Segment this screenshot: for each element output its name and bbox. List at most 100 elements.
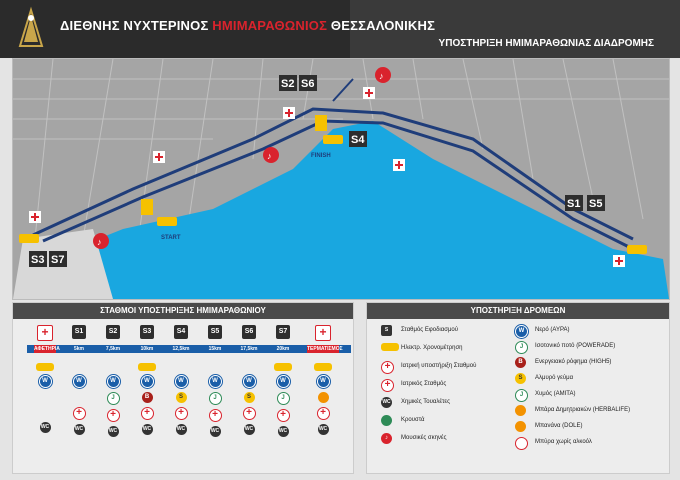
start-icons: W WC — [35, 359, 55, 433]
water-icon: W — [242, 375, 256, 388]
route-line — [32, 78, 634, 251]
station-col-s5: S5 — [205, 325, 225, 339]
wc-icon: WC — [107, 426, 119, 437]
station-col-s6: S6 — [239, 325, 259, 339]
timing-mat-icon — [157, 217, 177, 226]
station-col-s2: S2 — [103, 325, 123, 339]
station-code: S3 — [140, 325, 154, 339]
medical-icon: + — [37, 325, 53, 341]
svg-text:♪: ♪ — [379, 71, 384, 81]
medical-station-icon: + — [381, 379, 394, 392]
supply-station-icon: S — [381, 325, 392, 336]
banana-icon — [515, 421, 526, 432]
runner-support-panel: ΥΠΟΣΤΗΡΙΞΗ ΔΡΟΜΕΩΝ S Σταθμός Εφοδιασμού … — [366, 302, 670, 474]
station-col-finish: + — [313, 325, 333, 341]
station-code: S4 — [174, 325, 188, 339]
water-icon: W — [140, 375, 154, 388]
station-col-s4: S4 — [171, 325, 191, 339]
station-s2-label: S2 — [281, 78, 294, 90]
station-dist-s3: 10km — [140, 346, 154, 352]
station-s7 — [49, 251, 67, 267]
finish-icons: W + WC — [313, 359, 333, 435]
water-icon: W — [316, 375, 330, 388]
medical-icon: + — [174, 407, 188, 420]
station-code: S6 — [242, 325, 256, 339]
isotonic-icon: J — [515, 341, 528, 354]
wc-icon: WC — [317, 424, 329, 435]
svg-text:♪: ♪ — [97, 237, 102, 247]
event-logo — [18, 6, 44, 47]
s3-icons: W B + WC — [137, 359, 157, 435]
wc-icon: WC — [73, 424, 85, 435]
station-col-start: + — [35, 325, 55, 341]
timing-mat-icon — [314, 363, 332, 371]
wc-icon: WC — [141, 424, 153, 435]
route-map: S2 S6 S4 S1 S5 S3 S7 FINISH START — [12, 58, 670, 300]
station-dist-s1: 5km — [73, 346, 84, 352]
timing-mat-icon — [36, 363, 54, 371]
salt-meal-icon: S — [243, 392, 255, 403]
timing-mat-icon — [381, 343, 399, 351]
medical-icon: + — [208, 409, 222, 422]
distance-bar — [27, 345, 351, 353]
timing-mat-icon — [19, 234, 39, 243]
juice-icon: J — [515, 389, 528, 402]
water-icon: W — [106, 375, 120, 388]
wc-icon: WC — [39, 422, 51, 433]
station-dist-start: ΑΦΕΤΗΡΙΑ — [34, 345, 60, 353]
svg-text:♪: ♪ — [267, 151, 272, 161]
medical-icon: + — [72, 407, 86, 420]
station-s3-label: S3 — [31, 254, 44, 266]
station-dist-s4: 12,5km — [172, 346, 190, 352]
page-subtitle: ΥΠΟΣΤΗΡΙΞΗ ΗΜΙΜΑΡΑΘΩΝΙΑΣ ΔΙΑΔΡΟΜΗΣ — [438, 38, 654, 49]
station-code: S7 — [276, 325, 290, 339]
sea — [73, 121, 669, 299]
music-stage-icon — [93, 233, 109, 249]
station-col-s3: S3 — [137, 325, 157, 339]
station-dist-s2: 7,5km — [105, 346, 121, 352]
station-dist-finish: ΤΕΡΜΑΤΙΣΜΟΣ — [307, 345, 343, 353]
station-s4 — [349, 131, 367, 147]
s7-icons: W J + WC — [273, 359, 293, 437]
wc-icon: WC — [243, 424, 255, 435]
isotonic-icon: J — [208, 392, 222, 405]
start-gate — [141, 199, 153, 215]
station-col-s1: S1 — [69, 325, 89, 339]
medical-icon: + — [316, 407, 330, 420]
isotonic-icon: J — [106, 392, 120, 405]
header: ΔΙΕΘΝΗΣ ΝΥΧΤΕΡΙΝΟΣ ΗΜΙΜΑΡΑΘΩΝΙΟΣ ΘΕΣΣΑΛΟ… — [0, 0, 680, 58]
timing-mat-icon — [138, 363, 156, 371]
drums-icon — [381, 415, 392, 426]
finish-gate — [315, 115, 327, 131]
water-icon: W — [174, 375, 188, 388]
s5-icons: W J + WC — [205, 359, 225, 437]
station-dist-s5: 15km — [208, 346, 222, 352]
wc-icon: WC — [209, 426, 221, 437]
water-icon: W — [38, 375, 52, 388]
medical-icon: + — [242, 407, 256, 420]
support-stations-title: ΣΤΑΘΜΟΙ ΥΠΟΣΤΗΡΙΞΗΣ ΗΜΙΜΑΡΑΘΩΝΙΟΥ — [13, 303, 353, 319]
salt-meal-icon: S — [175, 392, 187, 403]
station-s4-label: S4 — [351, 134, 365, 146]
medical-markers — [29, 87, 625, 267]
timing-mat-icon — [627, 245, 647, 254]
s4-icons: W S + WC — [171, 359, 191, 435]
wc-icon: WC — [175, 424, 187, 435]
wc-icon: WC — [381, 397, 392, 408]
header-stripe — [350, 0, 680, 58]
s6-icons: W S + WC — [239, 359, 259, 435]
map-svg: S2 S6 S4 S1 S5 S3 S7 FINISH START — [13, 59, 669, 299]
isotonic-icon: J — [276, 392, 290, 405]
station-dist-s6: 17,5km — [240, 346, 258, 352]
timing-mat-icon — [323, 135, 343, 144]
beer-icon — [515, 437, 528, 450]
station-s7-label: S7 — [51, 254, 64, 266]
station-s1 — [565, 195, 583, 211]
support-stations-panel: ΣΤΑΘΜΟΙ ΥΠΟΣΤΗΡΙΞΗΣ ΗΜΙΜΑΡΑΘΩΝΙΟΥ + ΑΦΕΤ… — [12, 302, 354, 474]
music-icon: ♪ — [381, 433, 392, 444]
wc-icon: WC — [277, 426, 289, 437]
water-icon: W — [72, 375, 86, 388]
finish-label: FINISH — [311, 153, 331, 159]
station-s3 — [29, 251, 47, 267]
runner-support-title: ΥΠΟΣΤΗΡΙΞΗ ΔΡΟΜΕΩΝ — [367, 303, 669, 319]
